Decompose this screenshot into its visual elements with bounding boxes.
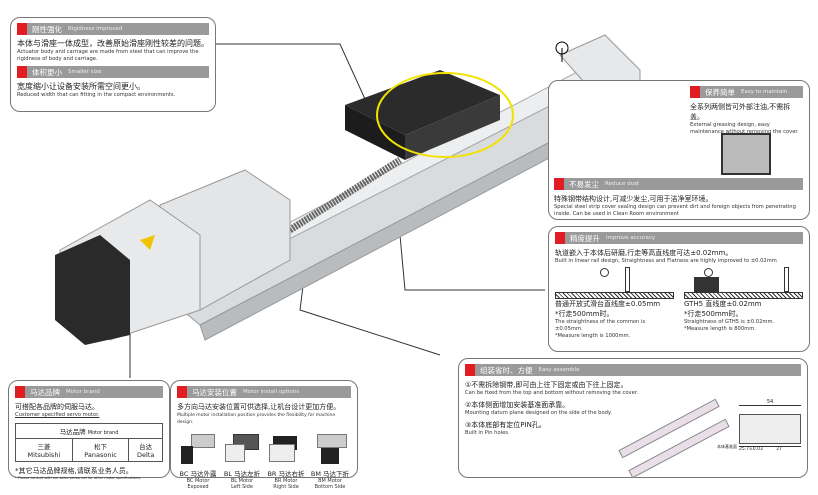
accuracy-title-en: Improve accuracy — [606, 235, 656, 241]
assemble-step: ②本体侧面增加安装基准面承靠。Mounting datum plane desi… — [465, 400, 650, 417]
dust-text: 特殊钢带结构设计,可减少发尘,可用于洁净室环境。 — [554, 195, 713, 203]
option-en2: Bottom Side — [314, 484, 346, 490]
brand-en: Panasonic — [84, 451, 117, 459]
brand-zh: 台达 — [139, 443, 153, 451]
rigidity-text-en: Actuator body and carriage are made from… — [17, 49, 199, 62]
step-text-en: Built in Pin holes. — [465, 430, 510, 436]
smaller-text: 宽度缩小让设备安装所需空间更小。 — [17, 82, 145, 91]
table-header-en: Motor brand — [87, 430, 119, 436]
option-en2: Left Side — [231, 484, 253, 490]
brand-zh: 三菱 — [37, 443, 51, 451]
common-slide-measurement: 普通开放式滑台直线度±0.05mm *行走500mm时。 The straigh… — [555, 267, 675, 340]
smaller-title-en: Smaller size — [68, 69, 102, 75]
step-text-en: Can be fixed from the top and bottom wit… — [465, 390, 639, 396]
accuracy-text: 轨道嵌入于本体后研磨,行走等高直线度可达±0.02mm。 — [555, 249, 733, 257]
common-straightness-en: The straightness of the common is ±0.05m… — [555, 319, 646, 332]
table-header: 马达品牌 — [59, 428, 86, 436]
motor-brand-note: *其它马达品牌规格,请联系业务人员。 — [15, 467, 133, 475]
rigidity-title-en: Rigidness improved — [68, 26, 123, 32]
motor-install-text-en: Multiple motor installation position pro… — [177, 413, 336, 425]
option-en2: Exposed — [187, 484, 209, 490]
rigidity-callout: 刚性强化 Rigidness improved 本体与滑座一体成型，改善原始滑座刚… — [10, 17, 216, 112]
assemble-callout: 组装省时、方便 Easy assemble ①不需拆除钢带,即可由上往下固定或由下… — [458, 358, 808, 479]
option-en1: BC Motor — [186, 478, 210, 484]
dimension-drawing: 54 25.7±0.03 27 — [739, 399, 801, 469]
dust-title: 不易发尘 — [569, 179, 599, 189]
maintain-dust-callout: 保养简单 Easy to maintain 全系列两侧皆可外部注油,不需拆盖。 E… — [548, 80, 810, 220]
motor-brand-text: 可搭配各品牌的伺服马达。 — [15, 403, 99, 411]
actuator-body — [55, 34, 641, 345]
option-en1: BL Motor — [230, 478, 254, 484]
rigidity-title: 刚性强化 — [32, 24, 62, 34]
option-en1: BR Motor — [274, 478, 298, 484]
dim-right: 27 — [776, 447, 782, 452]
step-number: ① — [465, 381, 472, 389]
accuracy-callout: 精度提升 Improve accuracy 轨道嵌入于本体后研磨,行走等高直线度可… — [548, 226, 810, 352]
option-label: BL 马达左折 — [223, 470, 261, 478]
motor-install-title-en: Motor install options — [243, 389, 300, 395]
maintain-title-en: Easy to maintain — [741, 89, 788, 95]
motor-brand-note-en: * Please consult with our sales personne… — [15, 476, 142, 480]
dust-title-en: Reduce dust — [605, 181, 640, 187]
option-label: BC 马达外露 — [179, 470, 217, 478]
maintain-text: 全系列两侧皆可外部注油,不需拆盖。 — [690, 103, 791, 121]
brand-en: Mitsubishi — [27, 451, 61, 459]
option-en1: BM Motor — [318, 478, 342, 484]
motor-install-title: 马达安装位置 — [192, 387, 237, 397]
assemble-step: ①不需拆除钢带,即可由上往下固定或由下往上固定。Can be fixed fro… — [465, 380, 650, 397]
cross-section-diagram — [721, 133, 771, 175]
step-text: 不需拆除钢带,即可由上往下固定或由下往上固定。 — [471, 381, 628, 389]
dust-text-en: Special steel strip cover sealing design… — [554, 204, 796, 217]
rigidity-text: 本体与滑座一体成型，改善原始滑座刚性较差的问题。 — [17, 39, 209, 48]
maintain-title: 保养简单 — [705, 87, 735, 97]
step-text: 本体底部有定位PIN孔。 — [471, 421, 546, 429]
step-number: ② — [465, 401, 472, 409]
step-text: 本体侧面增加安装基准面承靠。 — [471, 401, 570, 409]
motor-install-callout: 马达安装位置 Motor install options 多方向马达安装位置可供选… — [170, 380, 358, 490]
motor-brand-title: 马达品牌 — [30, 387, 60, 397]
assemble-title: 组装省时、方便 — [480, 365, 533, 375]
datum-note: 本体基准面 — [717, 444, 737, 449]
common-length: *行走500mm时。 — [555, 310, 614, 318]
common-straightness: 普通开放式滑台直线度±0.05mm — [555, 300, 661, 308]
motor-brand-text-en: Customer specified servo motor. — [15, 412, 100, 418]
motor-install-text: 多方向马达安装位置可供选择,让机台设计更加方便。 — [177, 403, 341, 411]
step-text-en: Mounting datum plane designed on the sid… — [465, 410, 612, 416]
accuracy-title: 精度提升 — [570, 233, 600, 243]
brand-zh: 松下 — [94, 443, 108, 451]
accuracy-text-en: Built in linear rail design, Straightnes… — [555, 258, 777, 264]
gth5-straightness: GTH5 直线度±0.02mm — [683, 300, 762, 308]
brand-en: Delta — [137, 451, 155, 459]
maintain-text-en: External greasing design, easy maintenan… — [690, 122, 799, 135]
option-label: BR 马达右折 — [267, 470, 305, 478]
option-label: BM 马达下折 — [310, 470, 350, 478]
gth5-straightness-en: Straightness of GTH5 is ±0.02mm. — [683, 319, 775, 325]
dim-left: 25.7±0.03 — [739, 447, 763, 452]
motor-brand-title-en: Motor brand — [66, 389, 100, 395]
assemble-step: ③本体底部有定位PIN孔。Built in Pin holes. — [465, 420, 650, 437]
assembly-illustration — [614, 389, 730, 479]
common-length-en: *Measure length is 1000mm. — [555, 333, 631, 339]
option-en2: Right Side — [273, 484, 299, 490]
dim-width: 54 — [739, 399, 801, 406]
gth5-length-en: *Measure length is 800mm. — [683, 326, 756, 332]
smaller-text-en: Reduced width that can fitting in the co… — [17, 92, 176, 98]
step-number: ③ — [465, 421, 472, 429]
smaller-title: 体积更小 — [32, 67, 62, 77]
gth5-length: *行走500mm时。 — [683, 310, 743, 318]
assemble-title-en: Easy assemble — [538, 367, 580, 373]
gth5-measurement: GTH5 直线度±0.02mm *行走500mm时。 Straightness … — [683, 267, 803, 340]
